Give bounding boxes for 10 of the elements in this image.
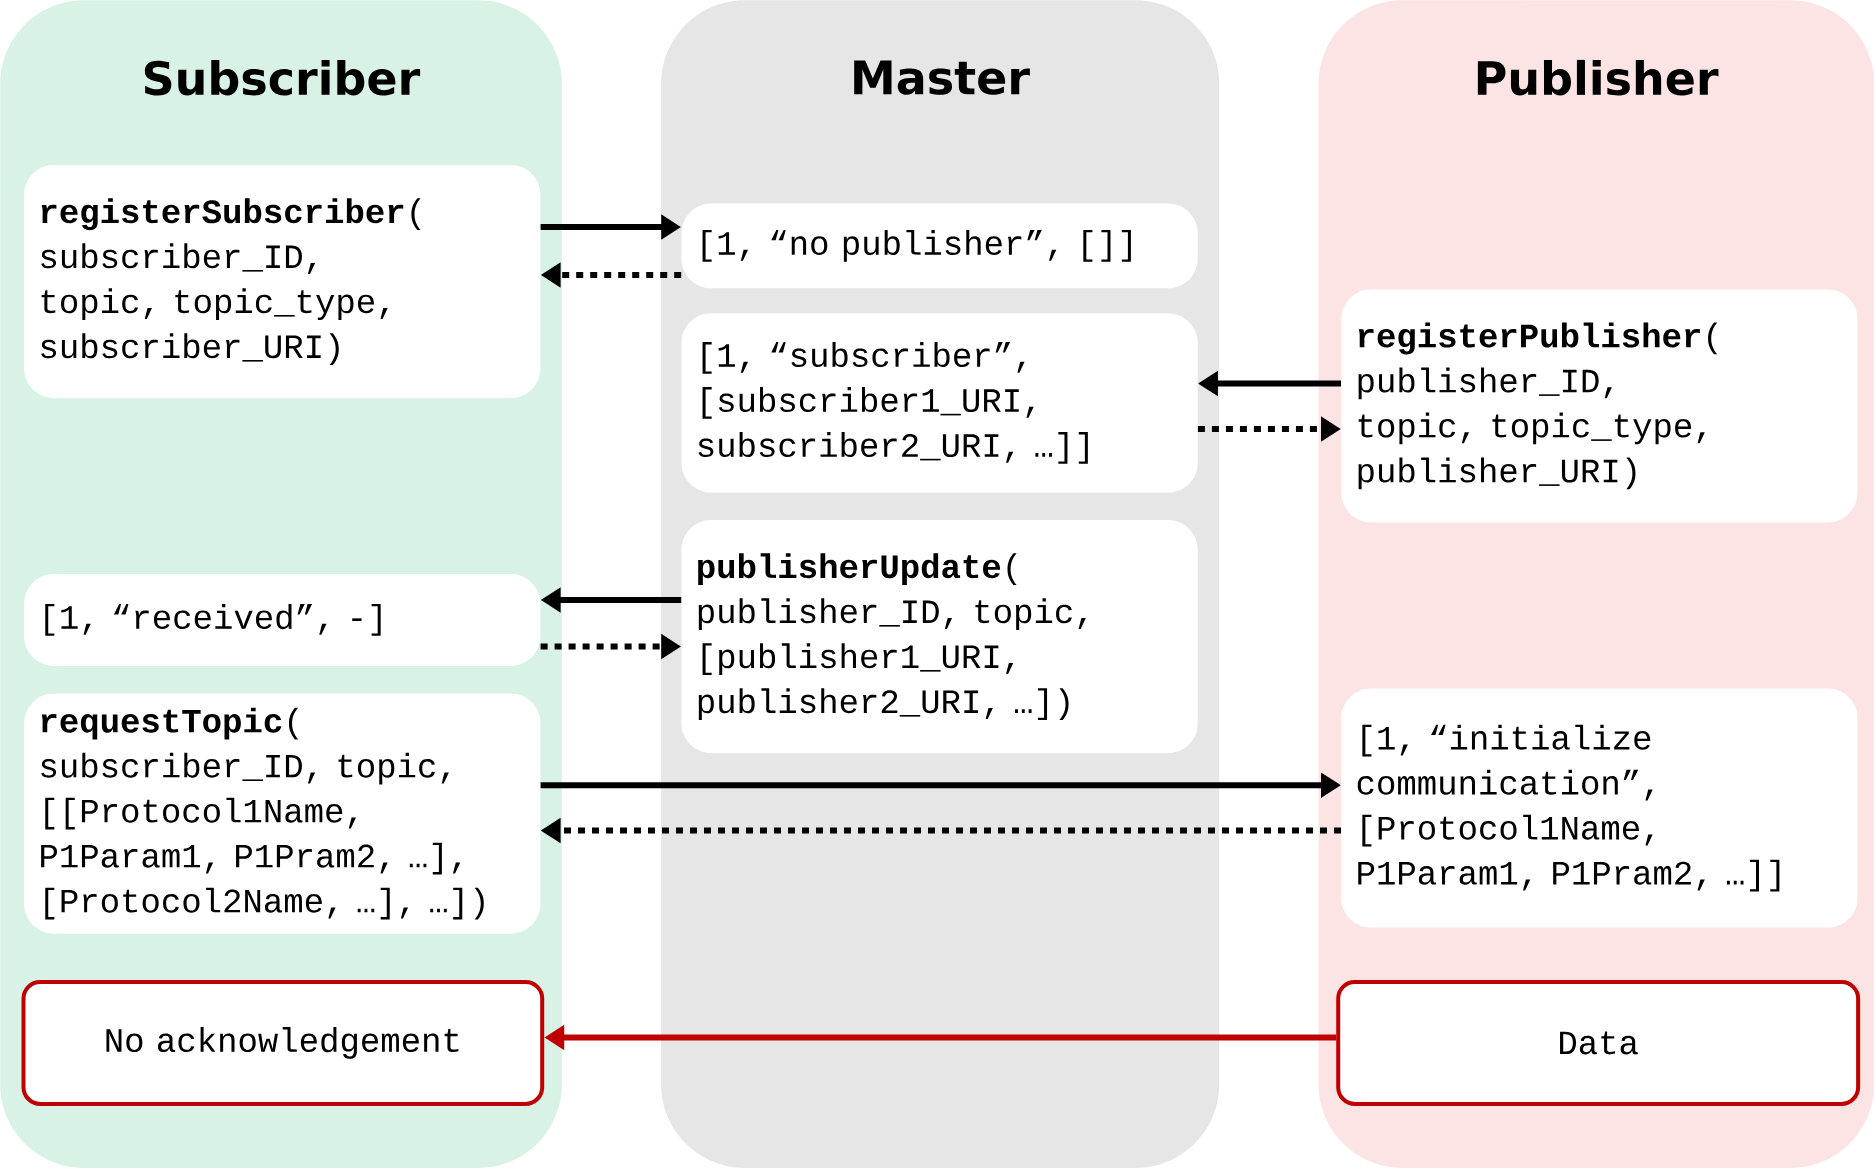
message-box: registerPublisher( publisher_ID, topic, topic_type, publisher_URI) bbox=[1341, 289, 1858, 523]
message-box: Data bbox=[1336, 980, 1861, 1106]
message-box: publisherUpdate( publisher_ID, topic, [publisher1_URI, publisher2_URI, …]) bbox=[681, 520, 1198, 754]
message-box: No acknowledgement bbox=[21, 980, 545, 1106]
message-box: [1, “no publisher”, []] bbox=[681, 203, 1198, 289]
message-box: [1, “received”, -] bbox=[24, 573, 541, 666]
message-box: [1, “initialize communication”, [Protocol1Name, P1Param1, P1Pram2, …]] bbox=[1341, 688, 1858, 928]
message-box: [1, “subscriber”, [subscriber1_URI, subscriber2_URI, …]] bbox=[681, 313, 1198, 493]
message-box: requestTopic( subscriber_ID, topic, [[Protocol1Name, P1Param1, P1Pram2, …], [Protocol2Name, …], …]) bbox=[24, 693, 541, 934]
message-box: registerSubscriber( subscriber_ID, topic, topic_type, subscriber_URI) bbox=[24, 165, 541, 399]
